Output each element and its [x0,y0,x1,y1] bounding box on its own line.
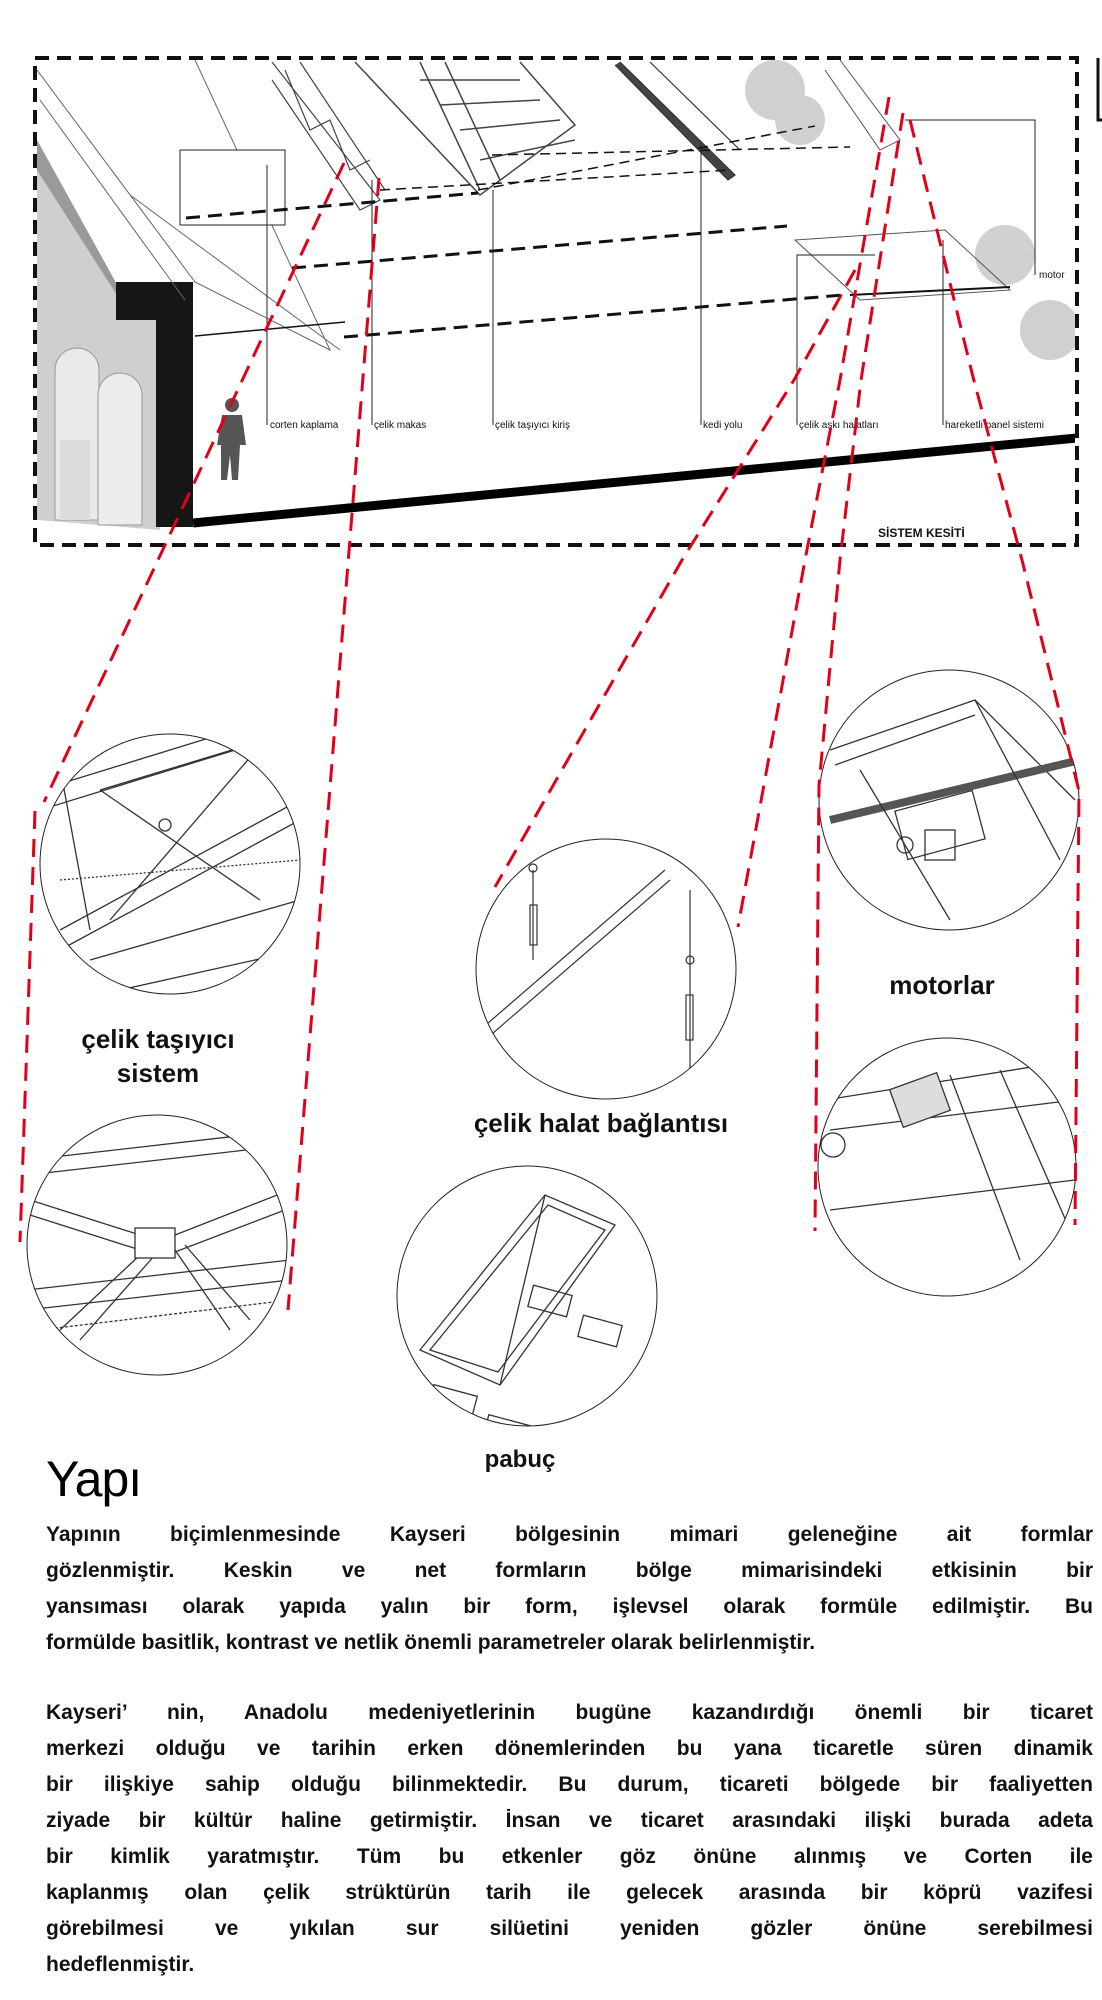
trees [745,60,1075,360]
detail-circle-steel-node [26,1114,288,1376]
section-title: SİSTEM KESİTİ [878,525,965,540]
detail-circle-cable [475,838,737,1100]
section-frame [33,56,1079,547]
paragraph-line: bir ilişkiye sahip olduğu bilinmektedir.… [46,1773,1093,1796]
detail-steel-node [27,1129,287,1341]
label-celik-tasiyici-kiris: çelik taşıyıcı kiriş [495,420,570,431]
leader-lines [266,119,1036,425]
moving-panel [793,60,1012,301]
paragraph-line: kaplanmış olan çelik strüktürün tarih il… [46,1881,1093,1904]
paragraph-1: Yapının biçimlenmesinde Kayseri bölgesin… [46,1517,1093,1661]
label-motor: motor [1039,270,1065,281]
detail-motors-bottom [820,1038,1076,1261]
paragraph-2: Kayseri’ nin, Anadolu medeniyetlerinin b… [46,1695,1093,1983]
floor-line [192,433,1075,528]
detail-steel-truss-top [40,734,300,991]
section-drawing: corten kaplama çelik makas çelik taşıyıc… [37,60,1075,540]
label-kedi-yolu: kedi yolu [703,420,742,431]
detail-circle-motors-bottom [817,1037,1077,1297]
edge-bracket [1096,58,1102,122]
paragraph-line: yansıması olarak yapıda yalın bir form, … [46,1595,1093,1618]
steel-truss [271,61,386,211]
cable-connection-label: çelik halat bağlantısı [473,1108,729,1138]
steel-system-label: çelik taşıyıcı sistem [58,1022,258,1090]
black-wall-profile [116,282,193,527]
human-figure [217,398,246,480]
paragraph-line: merkezi olduğu ve tarihin erken dönemler… [46,1737,1093,1760]
label-celik-aski-halatlari: çelik askı halatları [799,420,878,431]
paragraph-line: bir kimlik yaratmıştır. Tüm bu etkenler … [46,1845,1093,1868]
steel-system-label-line2: sistem [116,1058,200,1088]
label-celik-makas: çelik makas [374,420,426,431]
projection-lines [185,125,1011,339]
shoe-label: pabuç [484,1446,556,1473]
callout-lines [18,96,1081,1311]
paragraph-line: görebilmesi ve yıkılan sur silüetini yen… [46,1917,1093,1940]
detail-circle-shoe [396,1165,658,1427]
label-hareketli-panel: hareketli panel sistemi [945,420,1044,431]
detail-shoe [418,1194,623,1426]
paragraph-line: formülde basitlik, kontrast ve netlik ön… [46,1631,816,1654]
paragraph-line: hedeflenmiştir. [46,1953,195,1976]
paragraph-line: ziyade bir kültür haline getirmiştir. İn… [46,1809,1093,1832]
paragraph-line: gözlenmiştir. Keskin ve net formların bö… [46,1559,1093,1582]
detail-cable [479,863,695,1080]
motors-label: motorlar [889,970,995,1000]
system-section-diagram: corten kaplama çelik makas çelik taşıyıc… [18,56,1102,1427]
catwalk [614,61,741,181]
steel-girder [354,61,577,196]
detail-motors-top [829,699,1079,921]
detail-circle-steel-top [39,733,301,995]
label-corten-kaplama: corten kaplama [270,420,339,431]
historic-wall [37,60,160,530]
section-heading: Yapı [46,1451,142,1507]
steel-system-label-line1: çelik taşıyıcı [81,1024,235,1054]
paragraph-line: Kayseri’ nin, Anadolu medeniyetlerinin b… [46,1701,1093,1724]
paragraph-line: Yapının biçimlenmesinde Kayseri bölgesin… [46,1523,1093,1546]
